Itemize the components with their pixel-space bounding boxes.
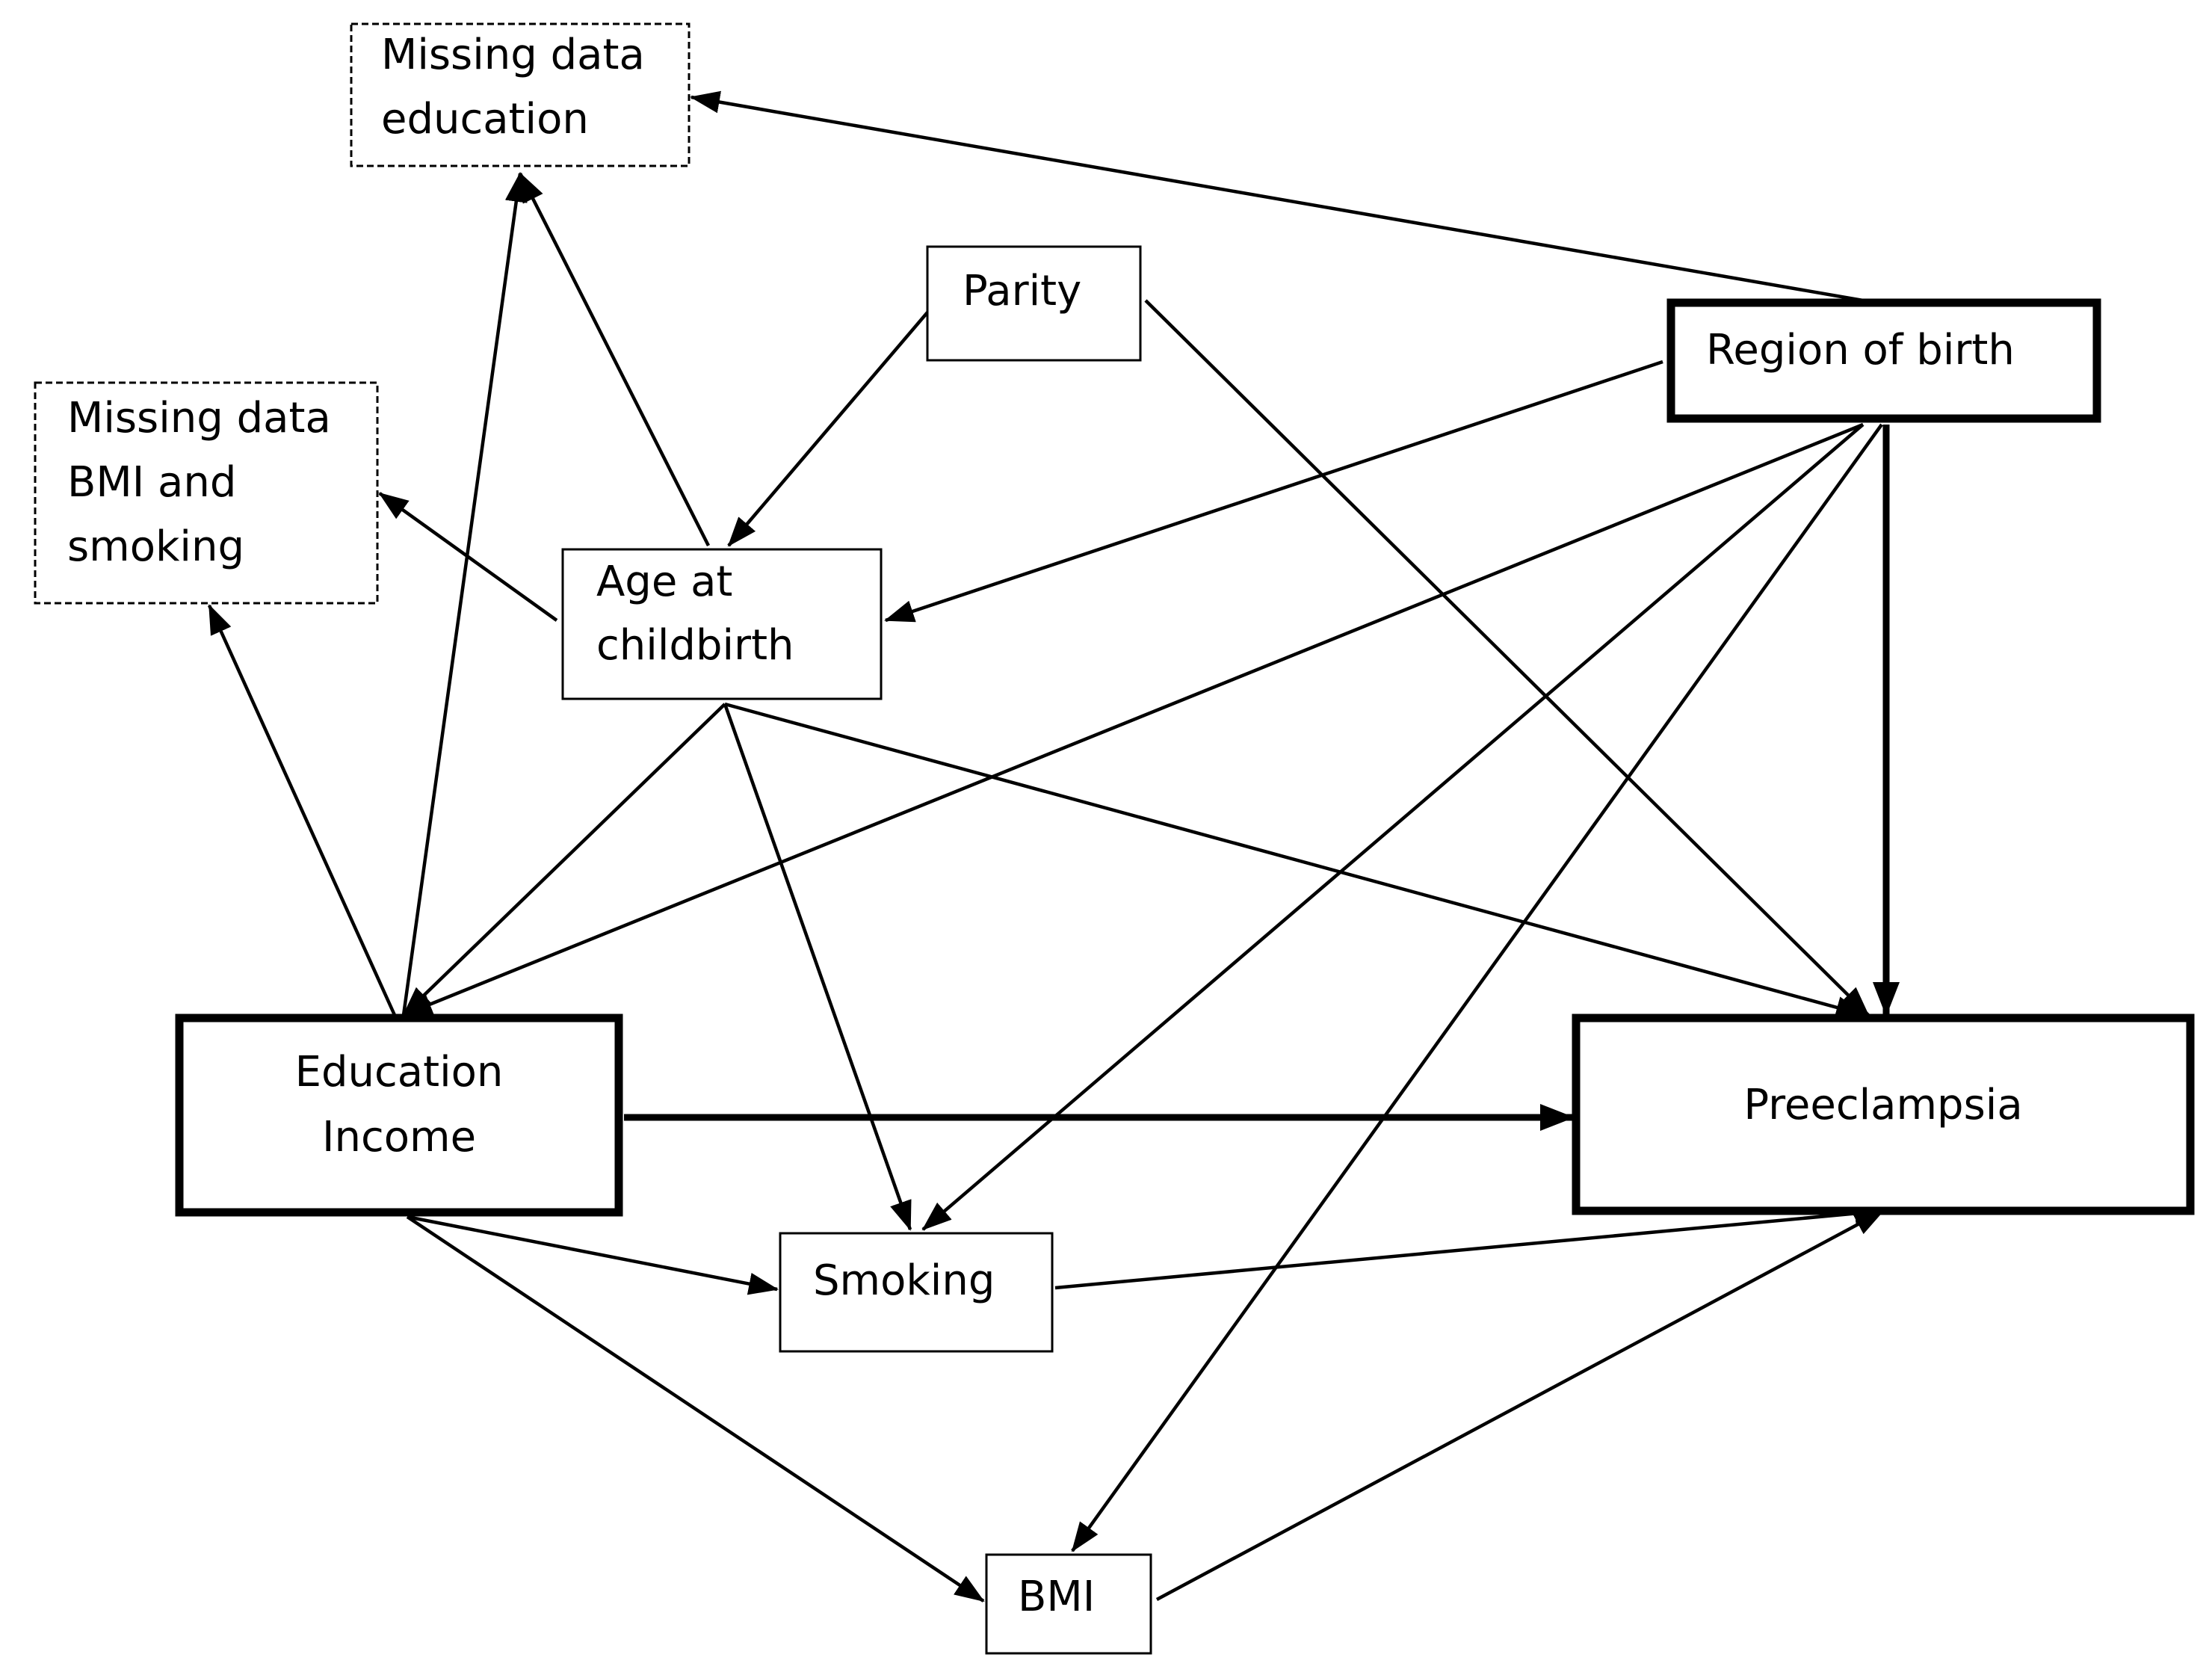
node-box-smoking [779, 1232, 1054, 1353]
node-bmi: BMI [985, 1553, 1152, 1655]
edge-region-of-birth-to-education-income [402, 422, 1864, 1017]
node-smoking: Smoking [779, 1232, 1054, 1353]
node-box-bmi [985, 1553, 1152, 1655]
node-parity: Parity [926, 245, 1142, 362]
node-preeclampsia: Preeclampsia [1572, 1014, 2195, 1215]
node-region-of-birth: Region of birth [1666, 298, 2101, 423]
node-box-missing-education [350, 22, 691, 167]
node-box-preeclampsia [1572, 1014, 2195, 1215]
node-label-age-at-childbirth-line-1: Age at [596, 558, 732, 606]
node-label-preeclampsia-line-1: Preeclampsia [1743, 1081, 2022, 1129]
node-label-missing-bmi-smoking-line-3: smoking [67, 522, 244, 571]
node-label-region-of-birth-line-1: Region of birth [1706, 326, 2015, 374]
edge-education-income-to-missing-education [401, 172, 528, 1016]
node-label-education-income-line-2: Income [322, 1113, 476, 1162]
edge-region-of-birth-to-bmi [1071, 423, 1883, 1552]
node-box-age-at-childbirth [561, 548, 883, 700]
edge-region-of-birth-to-smoking [921, 423, 1865, 1231]
node-box-education-income [175, 1014, 623, 1217]
edge-parity-to-age-at-childbirth [727, 311, 929, 547]
edge-age-at-childbirth-to-missing-education [518, 172, 711, 547]
node-label-missing-bmi-smoking-line-1: Missing data [67, 394, 331, 442]
edge-age-at-childbirth-to-smoking [723, 703, 912, 1231]
edges-layer [207, 90, 1900, 1602]
edge-bmi-to-preeclampsia [1155, 1209, 1885, 1601]
node-label-smoking-line-1: Smoking [813, 1256, 995, 1305]
node-label-parity-line-1: Parity [963, 267, 1081, 315]
node-missing-education: Missing data education [350, 22, 691, 167]
edge-region-of-birth-to-age-at-childbirth [884, 360, 1663, 623]
edge-education-income-to-missing-bmi-smoking [207, 604, 397, 1016]
node-label-age-at-childbirth-line-2: childbirth [596, 621, 794, 670]
node-label-bmi-line-1: BMI [1018, 1573, 1095, 1621]
node-age-at-childbirth: Age at childbirth [561, 548, 883, 700]
edge-parity-to-preeclampsia [1144, 299, 1870, 1017]
edge-education-income-to-bmi [406, 1215, 985, 1602]
edge-age-at-childbirth-to-education-income [402, 703, 726, 1017]
node-label-missing-education-line-1: Missing data [381, 31, 645, 79]
edge-education-income-to-smoking [407, 1215, 779, 1295]
node-box-region-of-birth [1666, 298, 2101, 423]
node-box-missing-bmi-smoking [34, 381, 379, 605]
node-label-missing-bmi-smoking-line-2: BMI and [67, 458, 236, 507]
edge-smoking-to-preeclampsia [1054, 1202, 1885, 1290]
edge-region-of-birth-to-missing-education [690, 90, 1864, 303]
node-box-parity [926, 245, 1142, 362]
node-label-missing-education-line-2: education [381, 95, 589, 144]
edge-age-at-childbirth-to-preeclampsia [724, 702, 1866, 1019]
node-label-education-income-line-1: Education [295, 1048, 504, 1096]
